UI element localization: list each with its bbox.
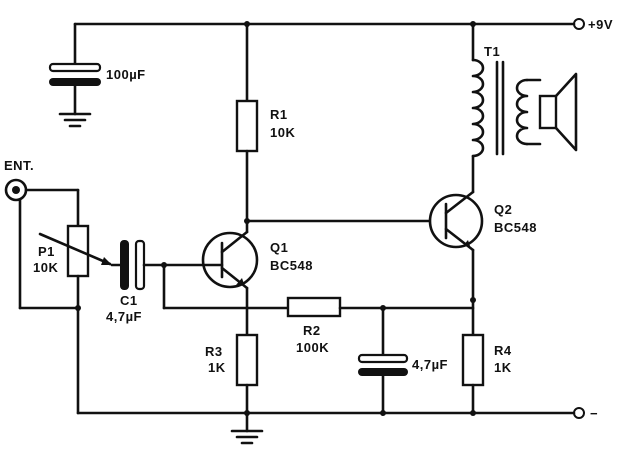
r1-value: 10K [270,125,295,140]
resistor-r2 [286,296,475,318]
r3-value: 1K [208,360,226,375]
transformer-t1 [471,22,542,194]
capacitor-c2 [357,306,409,415]
c1-name: C1 [120,293,138,308]
r2-name: R2 [303,323,321,338]
q2-name: Q2 [494,202,512,217]
transistor-q1 [201,230,259,337]
capacitor-100uf [48,22,102,128]
ground-symbol-main [230,411,264,445]
positive-rail [73,18,585,30]
resistor-r3 [235,333,259,415]
r4-value: 1K [494,360,512,375]
r3-name: R3 [205,344,223,359]
c1-value: 4,7µF [106,309,142,324]
input-jack-icon [4,178,80,310]
p1-value: 10K [33,260,58,275]
c2-value: 4,7µF [412,357,448,372]
r1-name: R1 [270,107,288,122]
r4-name: R4 [494,343,512,358]
r2-value: 100K [296,340,329,355]
resistor-r1 [235,22,259,223]
negative-rail [76,407,585,419]
q2-type: BC548 [494,220,537,235]
capacitor-100uf-label: 100µF [106,67,146,82]
resistor-r4 [461,333,485,415]
speaker-icon [538,72,578,152]
p1-name: P1 [38,244,55,259]
capacitor-c1 [120,239,207,291]
negative-supply-label: − [590,406,598,421]
transistor-q2 [428,190,484,302]
q1-name: Q1 [270,240,288,255]
potentiometer-p1 [38,224,124,415]
positive-supply-label: +9V [588,17,613,32]
t1-name: T1 [484,44,500,59]
q1-type: BC548 [270,258,313,273]
input-label: ENT. [4,158,34,173]
